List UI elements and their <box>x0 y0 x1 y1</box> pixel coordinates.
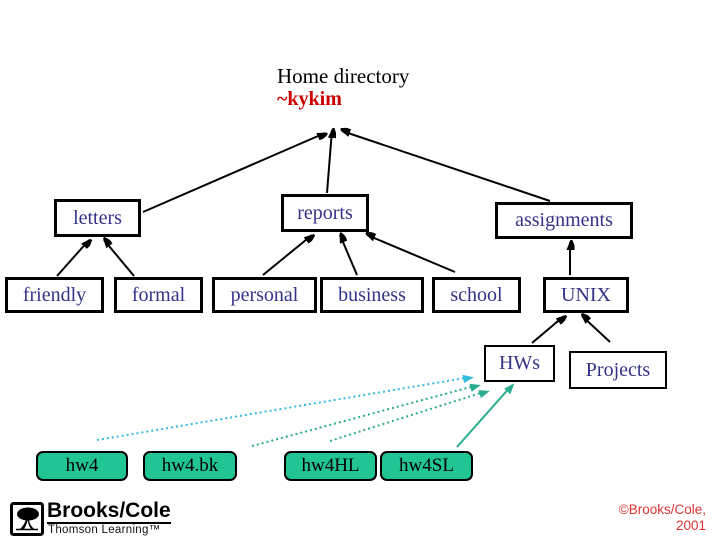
slide-title: Home directory <box>277 64 410 88</box>
imprint-name: Thomson Learning™ <box>48 524 161 536</box>
node-reports: reports <box>281 194 369 232</box>
copyright-line1: ©Brooks/Cole, <box>618 502 706 517</box>
node-business: business <box>320 277 424 313</box>
node-formal: formal <box>114 277 203 313</box>
edge-formal-letters <box>104 240 135 277</box>
copyright-line2: 2001 <box>675 518 706 534</box>
title-block: Home directory ~kykim <box>277 64 409 111</box>
edge-assignments-home <box>342 131 551 202</box>
edge-hw4bk-hws <box>251 383 481 447</box>
edge-hw4-hws <box>96 374 474 441</box>
leaf-hw4: hw4 <box>36 451 128 481</box>
node-unix: UNIX <box>543 277 629 313</box>
edge-projects-unix <box>582 316 611 343</box>
publisher-name: Brooks/Cole <box>47 499 171 525</box>
node-school: school <box>432 277 521 313</box>
node-projects: Projects <box>569 351 667 389</box>
node-letters: letters <box>54 199 141 237</box>
leaf-hw4sl: hw4SL <box>380 451 473 481</box>
edge-personal-reports <box>262 235 312 276</box>
node-personal: personal <box>212 277 317 313</box>
leaf-hw4bk: hw4.bk <box>143 451 237 481</box>
edge-hw4hl-hws <box>329 390 490 442</box>
edge-friendly-letters <box>56 240 89 277</box>
edge-school-reports <box>367 235 456 273</box>
leaf-hw4hl: hw4HL <box>284 451 377 481</box>
copyright-notice: ©Brooks/Cole, 2001 <box>619 502 706 534</box>
brooks-cole-tree-logo-icon <box>10 502 44 536</box>
edge-hw4sl-hws <box>456 383 515 448</box>
edge-hws-unix <box>531 316 564 344</box>
edge-business-reports <box>339 235 358 276</box>
edge-reports-home <box>326 130 332 194</box>
node-assignments: assignments <box>495 202 633 239</box>
home-directory-name: ~kykim <box>277 88 342 111</box>
node-hws: HWs <box>484 345 555 382</box>
node-friendly: friendly <box>5 277 104 313</box>
